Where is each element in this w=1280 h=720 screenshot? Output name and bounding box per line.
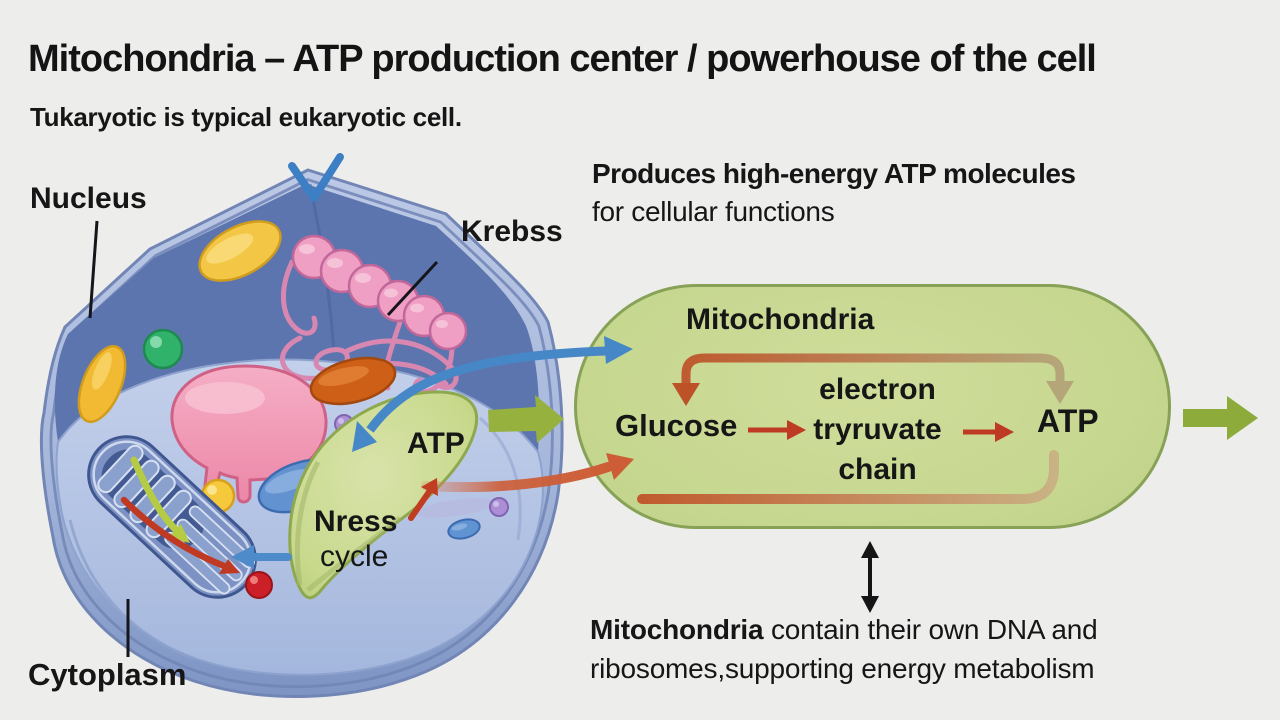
lavender-streak	[415, 498, 495, 518]
cycle-label: cycle	[320, 540, 389, 573]
purple-vesicle	[334, 414, 354, 434]
nucleus-body	[170, 364, 328, 504]
pink-threads	[280, 259, 459, 395]
flow-middle-line1: electron	[819, 373, 936, 406]
bottom-note: Mitochondria contain their own DNA and r…	[590, 610, 1098, 688]
beaded-mitochondrion	[291, 234, 468, 351]
page-title: Mitochondria – ATP production center / p…	[28, 38, 1097, 80]
flow-middle-line3: chain	[838, 453, 917, 486]
bottom-note-rest: contain their own DNA and	[763, 614, 1098, 645]
wall-crease	[308, 183, 336, 353]
yellow-organelle	[198, 220, 282, 282]
bottom-note-line1: Mitochondria contain their own DNA and	[590, 610, 1098, 649]
nress-label: Nress	[314, 505, 398, 538]
output-arrow-icon	[1183, 396, 1258, 440]
red-sphere-organelle	[245, 571, 273, 599]
flow-node-electron-chain: electron tryruvate chain	[795, 370, 960, 490]
bottom-note-line2: ribosomes,supporting energy metabolism	[590, 653, 1095, 684]
cell-inner-membrane-line	[51, 180, 552, 687]
endoplasmic-reticulum	[87, 435, 257, 599]
yellow-bean-organelle	[77, 344, 127, 424]
cell-entry-arrow-icon	[288, 153, 344, 202]
green-connector-arrow-icon	[488, 395, 564, 443]
flow-node-atp: ATP	[1037, 403, 1099, 439]
cell-floor	[55, 358, 544, 676]
mini-blue-bean-organelle	[447, 518, 481, 540]
nucleus-label: Nucleus	[30, 182, 147, 215]
nucleus-pointer-line	[88, 220, 99, 319]
double-headed-arrow-icon	[861, 541, 879, 613]
purple-vesicle-2	[489, 497, 509, 517]
flow-box-title: Mitochondria	[686, 303, 875, 336]
green-sphere-organelle	[142, 328, 184, 370]
krebss-pointer-line	[386, 260, 439, 317]
atp-up-arrow-icon	[408, 478, 438, 521]
er-red-arrow-icon	[120, 496, 240, 574]
nucleus-shadow	[192, 423, 288, 453]
yellow-sphere-organelle	[200, 478, 236, 514]
right-note-line2: for cellular functions	[592, 196, 835, 227]
right-note-line1: Produces high-energy ATP molecules	[592, 158, 1076, 189]
cytoplasm-label: Cytoplasm	[28, 657, 187, 692]
page-subtitle: Tukaryotic is typical eukaryotic cell.	[30, 102, 462, 132]
cell-atp-label: ATP	[407, 427, 465, 460]
orange-bean-organelle	[309, 356, 397, 406]
cycle-left-arrow-icon	[231, 545, 292, 569]
er-green-arrow-icon	[130, 456, 190, 543]
krebss-label: Krebss	[461, 215, 563, 248]
bottom-note-bold: Mitochondria	[590, 614, 764, 645]
flow-node-glucose: Glucose	[615, 408, 738, 443]
flow-middle-line2: tryruvate	[813, 413, 942, 446]
floor-ledge-line-right	[479, 416, 522, 541]
floor-ledge-line	[68, 519, 193, 660]
